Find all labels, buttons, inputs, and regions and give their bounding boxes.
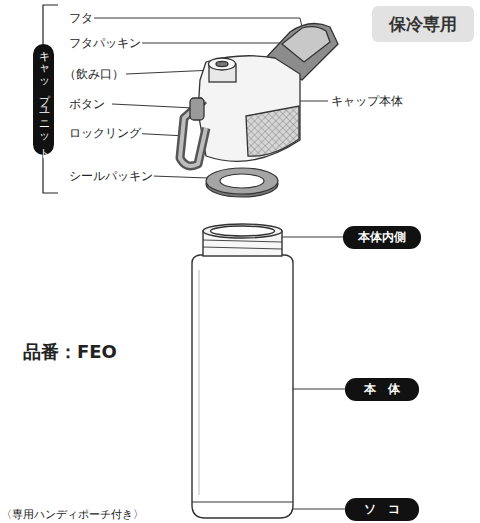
- spout-hole: [216, 61, 228, 66]
- part-label: シールパッキン: [68, 168, 154, 185]
- bracket-label: キャップユニット: [33, 44, 54, 155]
- node-text: 保冷専用: [389, 13, 457, 36]
- lid-packing: [282, 27, 330, 62]
- bottle-body: [203, 247, 282, 249]
- leader-lines: [112, 104, 194, 108]
- part-label: フタパッキン: [68, 35, 142, 52]
- note-text: 〈専用ハンディポーチ付き〉: [0, 507, 145, 522]
- node-text: 本体内側: [358, 229, 406, 246]
- seal-packing: [220, 174, 264, 188]
- seal-packing: [206, 168, 278, 197]
- bottle-body: [203, 240, 282, 242]
- leader-lines: [126, 70, 214, 74]
- node-text: 本 体: [364, 381, 400, 398]
- part-label: ボタン: [68, 96, 106, 113]
- button: [190, 98, 204, 120]
- seal-packing: [206, 168, 278, 194]
- bottle-body: [203, 224, 282, 238]
- bottle-body: [211, 226, 275, 236]
- part-label: フタ: [68, 10, 94, 27]
- leader-lines: [140, 43, 290, 48]
- node-text: キャップユニット: [36, 44, 51, 155]
- part-label: ロックリング: [68, 125, 142, 142]
- bottle-body: [192, 502, 293, 503]
- model-number: 品番：FEO: [22, 340, 118, 364]
- part-label: （飲み口）: [63, 66, 125, 83]
- grip-mesh: [246, 106, 299, 156]
- leader-lines: [152, 176, 208, 178]
- badge: 保冷専用: [372, 6, 474, 42]
- bottle-body: [192, 224, 293, 518]
- callout-box: ソ コ: [345, 498, 419, 521]
- bottle-body: [199, 270, 200, 495]
- cap-unit: [180, 23, 338, 166]
- callout-box: 本体内側: [343, 226, 421, 249]
- callout-box: 本 体: [345, 378, 419, 401]
- leader-lines: [94, 18, 304, 36]
- bottle-body: [192, 255, 293, 518]
- part-label: キャップ本体: [330, 93, 404, 110]
- node-text: ソ コ: [364, 501, 400, 518]
- spout-top: [209, 58, 236, 70]
- cap-body: [198, 56, 300, 162]
